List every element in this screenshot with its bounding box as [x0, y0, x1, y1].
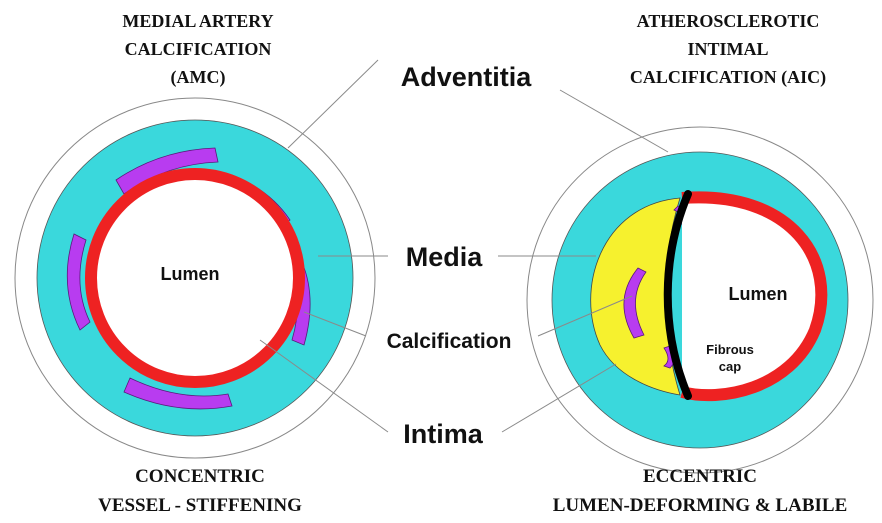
amc-vessel: Lumen — [14, 97, 376, 459]
aic-caption-line-1: ECCENTRIC — [643, 466, 757, 487]
amc-caption-line-2: VESSEL - STIFFENING — [98, 495, 302, 516]
aic-fibrous-cap-label-line-2: cap — [719, 359, 741, 374]
calcification-leader-right — [537, 295, 633, 337]
aic-caption: ECCENTRIC LUMEN-DEFORMING & LABILE — [553, 466, 848, 516]
aic-lumen-label: Lumen — [728, 284, 787, 304]
calcification-leader-left — [303, 311, 367, 337]
amc-title-line-2: CALCIFICATION — [125, 39, 272, 59]
aic-caption-line-2: LUMEN-DEFORMING & LABILE — [553, 495, 848, 516]
calcification-label: Calcification — [387, 330, 512, 353]
amc-calcification-plate — [66, 233, 91, 331]
leader-lines — [259, 59, 669, 433]
aic-title-line-3: CALCIFICATION (AIC) — [630, 67, 826, 88]
intima-label: Intima — [403, 419, 483, 449]
amc-title: MEDIAL ARTERY CALCIFICATION (AMC) — [122, 11, 273, 88]
aic-title-line-2: INTIMAL — [687, 39, 768, 59]
aic-intima — [680, 191, 828, 402]
amc-caption-line-1: CONCENTRIC — [135, 466, 265, 487]
adventitia-leader-right — [559, 89, 669, 153]
amc-caption: CONCENTRIC VESSEL - STIFFENING — [98, 466, 302, 516]
adventitia-leader-left — [287, 59, 379, 149]
adventitia-label: Adventitia — [401, 62, 533, 92]
aic-fibrous-cap — [663, 190, 692, 400]
amc-title-line-1: MEDIAL ARTERY — [122, 11, 273, 31]
intima-leader-left — [259, 339, 389, 433]
amc-title-line-3: (AMC) — [171, 67, 226, 88]
aic-vessel: Lumen Fibrous cap — [526, 126, 874, 474]
aic-calcification — [623, 267, 647, 339]
aic-title: ATHEROSCLEROTIC INTIMAL CALCIFICATION (A… — [630, 11, 826, 88]
amc-lumen-label: Lumen — [160, 264, 219, 284]
aic-title-line-1: ATHEROSCLEROTIC — [637, 11, 820, 31]
layer-labels: Adventitia Media Calcification Intima — [387, 62, 533, 449]
intima-leader-right — [501, 363, 617, 433]
amc-intima — [85, 168, 305, 388]
media-label: Media — [406, 242, 484, 272]
aic-fibrous-cap-label-line-1: Fibrous — [706, 342, 754, 357]
amc-calcification-plate — [123, 377, 233, 410]
